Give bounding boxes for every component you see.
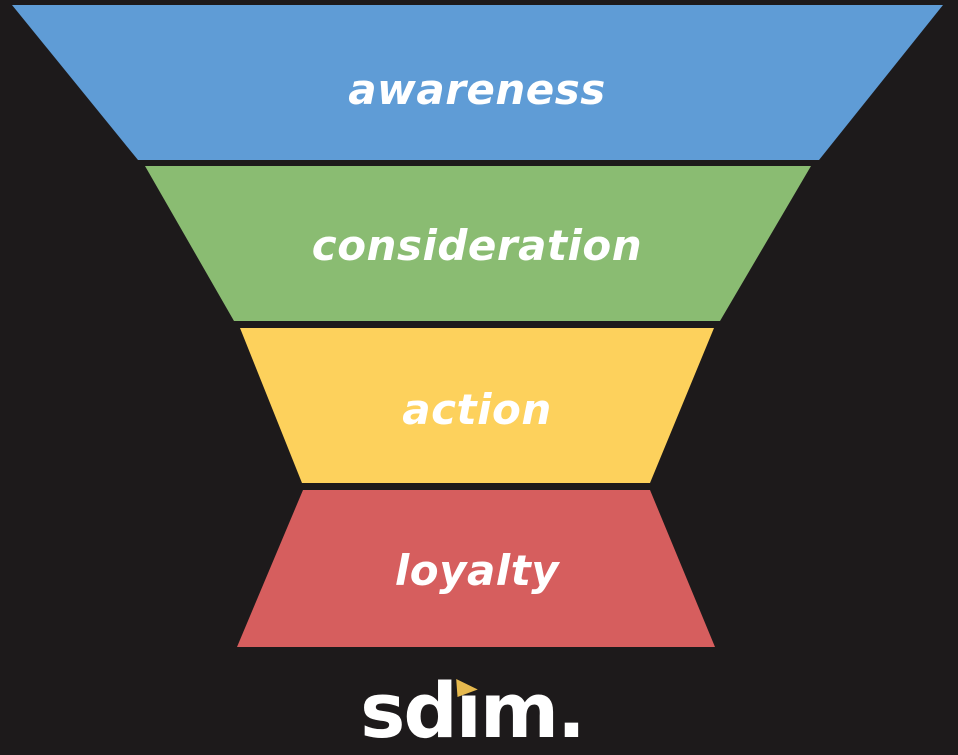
stage-label-loyalty: loyalty (395, 546, 560, 595)
funnel-stage-loyalty (237, 490, 715, 647)
stage-label-action: action (402, 385, 551, 434)
funnel-stage-action (240, 328, 714, 483)
funnel-stage-awareness (12, 5, 943, 160)
logo-text-before-i: sd (360, 666, 458, 755)
logo-text-after-i: m. (479, 666, 586, 755)
stage-label-awareness: awareness (348, 65, 606, 114)
logo-dotless-i: ı (455, 666, 482, 755)
stage-label-consideration: consideration (312, 221, 642, 270)
funnel-stage-consideration (145, 166, 811, 321)
logo-letter-i: ı (455, 666, 482, 755)
